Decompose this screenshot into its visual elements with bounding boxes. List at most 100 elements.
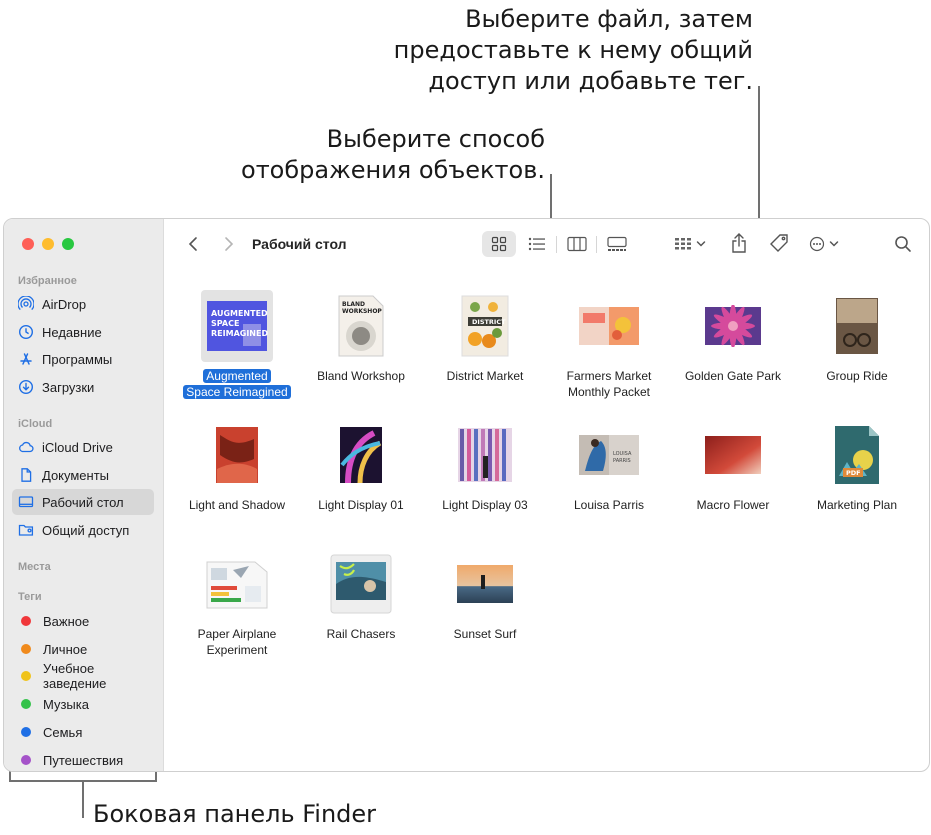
chevron-left-icon	[188, 237, 197, 251]
file-rail-chasers[interactable]: Rail Chasers	[301, 548, 421, 642]
clock-icon	[18, 324, 34, 340]
list-icon	[528, 237, 545, 251]
shared-folder-icon	[18, 524, 34, 536]
sidebar-tag-music[interactable]: Музыка	[12, 691, 154, 717]
file-thumbnail	[697, 290, 769, 362]
sidebar-item-airdrop[interactable]: AirDrop	[12, 291, 154, 317]
file-name: Rail Chasers	[326, 627, 396, 641]
ellipsis-circle-icon	[809, 236, 825, 252]
sidebar-item-desktop[interactable]: Рабочий стол	[12, 489, 154, 515]
share-button[interactable]	[728, 230, 750, 256]
file-thumbnail	[201, 419, 273, 491]
sidebar-tag-travel[interactable]: Путешествия	[12, 747, 154, 771]
sidebar-tag-school[interactable]: Учебное заведение	[12, 661, 154, 691]
file-light-and-shadow[interactable]: Light and Shadow	[177, 419, 297, 513]
sidebar-item-recents[interactable]: Недавние	[12, 319, 154, 345]
sidebar-item-icloud-drive[interactable]: iCloud Drive	[12, 434, 154, 460]
file-name: District Market	[446, 369, 524, 383]
svg-text:AUGMENTED: AUGMENTED	[211, 309, 268, 318]
sidebar-section-icloud: iCloud	[18, 418, 53, 430]
file-golden-gate-park[interactable]: Golden Gate Park	[673, 290, 793, 384]
gallery-view-button[interactable]	[600, 231, 634, 257]
search-button[interactable]	[892, 233, 914, 255]
forward-button[interactable]	[220, 234, 238, 254]
file-light-display-01[interactable]: Light Display 01	[301, 419, 421, 513]
callout-line-view	[550, 174, 552, 226]
file-name-line: Paper Airplane	[197, 627, 277, 641]
tag-icon	[770, 234, 788, 252]
file-marketing-plan[interactable]: PDF Marketing Plan	[797, 419, 917, 513]
file-district-market[interactable]: DISTRICT District Market	[425, 290, 545, 384]
list-view-button[interactable]	[520, 231, 554, 257]
sidebar-item-label: Загрузки	[42, 379, 95, 395]
tag-dot-blue	[21, 727, 31, 737]
file-bland-workshop[interactable]: BLAND WORKSHOP Bland Workshop	[301, 290, 421, 384]
file-light-display-03[interactable]: Light Display 03	[425, 419, 545, 513]
group-button[interactable]	[670, 233, 710, 255]
sidebar-item-documents[interactable]: Документы	[12, 462, 154, 488]
file-group-ride[interactable]: Group Ride	[797, 290, 917, 384]
file-name: Light Display 03	[442, 498, 528, 512]
file-name-line: Experiment	[206, 643, 268, 657]
spreadsheet-thumbnail-icon	[206, 561, 268, 609]
sidebar-item-label: Личное	[43, 641, 88, 657]
file-sunset-surf[interactable]: Sunset Surf	[425, 548, 545, 642]
file-name: Sunset Surf	[453, 627, 517, 641]
photo-thumbnail-icon	[834, 296, 880, 356]
back-button[interactable]	[184, 234, 202, 254]
svg-text:DISTRICT: DISTRICT	[472, 318, 506, 326]
sidebar-item-label: Недавние	[42, 324, 102, 340]
chevron-down-icon	[696, 241, 706, 247]
file-name: Louisa Parris	[573, 498, 645, 512]
view-selected-highlight	[482, 231, 516, 257]
file-name: Light and Shadow	[188, 498, 286, 512]
svg-text:PARRIS: PARRIS	[613, 458, 631, 464]
callout-line-share	[758, 86, 760, 226]
file-thumbnail: AUGMENTED SPACE REIMAGINED	[201, 290, 273, 362]
close-window-button[interactable]	[22, 238, 34, 250]
zoom-window-button[interactable]	[62, 238, 74, 250]
tag-button[interactable]	[767, 231, 791, 255]
tag-dot-yellow	[21, 671, 31, 681]
window-title: Рабочий стол	[252, 236, 347, 252]
sidebar-tag-personal[interactable]: Личное	[12, 636, 154, 662]
svg-text:SPACE: SPACE	[211, 319, 239, 328]
sidebar-item-label: Путешествия	[43, 752, 124, 768]
file-louisa-parris[interactable]: LOUISA PARRIS Louisa Parris	[549, 419, 669, 513]
callout-sidebar: Боковая панель Finder	[93, 800, 377, 828]
callout-line: предоставьте к нему общий	[393, 36, 753, 64]
sidebar-item-label: Важное	[43, 613, 90, 629]
icon-view-button[interactable]	[482, 231, 516, 257]
file-name: Bland Workshop	[317, 369, 405, 383]
file-thumbnail	[449, 548, 521, 620]
callout-line: доступ или добавьте тег.	[428, 67, 753, 95]
more-actions-button[interactable]	[806, 233, 842, 255]
keynote-thumbnail-icon	[330, 554, 392, 614]
document-icon	[21, 468, 32, 482]
sidebar-item-label: AirDrop	[42, 296, 87, 312]
file-thumbnail: LOUISA PARRIS	[573, 419, 645, 491]
column-view-button[interactable]	[560, 231, 594, 257]
sidebar-item-downloads[interactable]: Загрузки	[12, 374, 154, 400]
sidebar-item-label: Общий доступ	[42, 522, 130, 538]
callout-line: Выберите способ	[326, 125, 545, 153]
minimize-window-button[interactable]	[42, 238, 54, 250]
file-thumbnail	[325, 548, 397, 620]
download-icon	[18, 379, 34, 395]
sidebar-tag-important[interactable]: Важное	[12, 608, 154, 634]
file-thumbnail	[449, 419, 521, 491]
photo-thumbnail-icon	[455, 563, 515, 605]
sidebar-item-applications[interactable]: Программы	[12, 346, 154, 372]
sidebar-tag-family[interactable]: Семья	[12, 719, 154, 745]
sidebar-item-label: Документы	[42, 467, 110, 483]
file-macro-flower[interactable]: Macro Flower	[673, 419, 793, 513]
callout-line-sidebar	[82, 780, 84, 818]
booklet-thumbnail-icon: LOUISA PARRIS	[579, 435, 639, 475]
sidebar-item-shared[interactable]: Общий доступ	[12, 517, 154, 543]
